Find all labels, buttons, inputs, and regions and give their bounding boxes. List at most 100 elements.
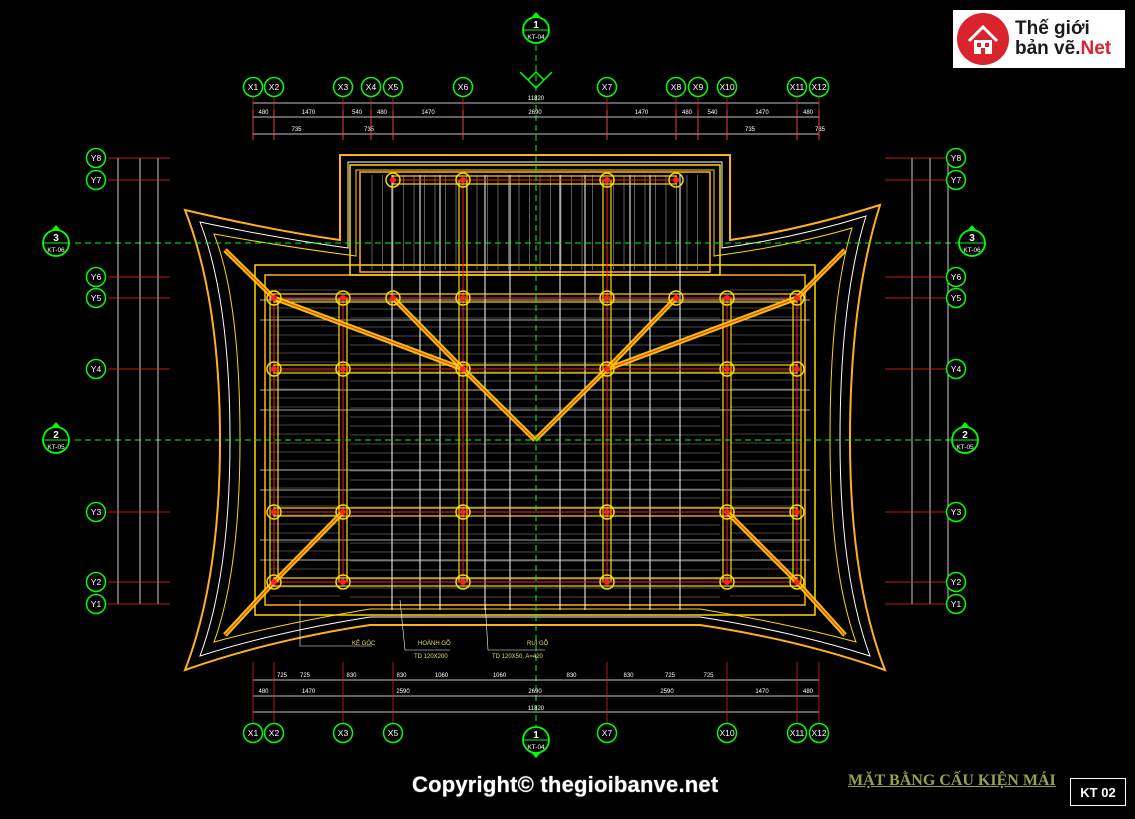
column-core bbox=[340, 295, 346, 301]
sheet-number: KT 02 bbox=[1070, 778, 1126, 806]
column bbox=[335, 574, 351, 590]
grid-bubble-label: X2 bbox=[269, 728, 280, 738]
column-core bbox=[604, 366, 610, 372]
hip-axis bbox=[273, 511, 344, 583]
column-core bbox=[271, 366, 277, 372]
dim-top: 1470 bbox=[635, 110, 649, 116]
column bbox=[789, 361, 805, 377]
column bbox=[719, 361, 735, 377]
leader-line bbox=[484, 599, 545, 651]
dim-bottom-1: 830 bbox=[346, 673, 357, 679]
grid-bubble-left-y6: Y6 bbox=[85, 266, 107, 288]
column bbox=[335, 361, 351, 377]
grid-bubble-label: X5 bbox=[388, 82, 399, 92]
column-core bbox=[794, 295, 800, 301]
section-ref: KT-06 bbox=[47, 247, 65, 254]
note-rui-go-size: TD 120X50, A=420 bbox=[492, 654, 544, 660]
column-core bbox=[340, 579, 346, 585]
grid-bubble-circle bbox=[716, 722, 738, 744]
grid-bubble-label: X2 bbox=[269, 82, 280, 92]
grid-bubble-circle bbox=[665, 76, 687, 98]
grid-bubble-left-y4: Y4 bbox=[85, 358, 107, 380]
dim-bottom-1: 1060 bbox=[493, 673, 507, 679]
hip-axis bbox=[606, 297, 677, 370]
column-core bbox=[673, 177, 679, 183]
column bbox=[668, 172, 684, 188]
grid-bubble-circle bbox=[85, 571, 107, 593]
logo-net: Net bbox=[1080, 38, 1112, 59]
grid-bubble-right-y3: Y3 bbox=[945, 501, 967, 523]
dim-top: 540 bbox=[707, 110, 718, 116]
grid-bubble-circle bbox=[786, 722, 808, 744]
grid-bubble-label: Y4 bbox=[91, 364, 102, 374]
grid-bubble-label: Y3 bbox=[91, 507, 102, 517]
grid-bubble-bottom-x12: X12 bbox=[808, 722, 830, 744]
grid-bubble-circle bbox=[332, 722, 354, 744]
dim-top: 480 bbox=[258, 110, 269, 116]
grid-bubble-bottom-x3: X3 bbox=[332, 722, 354, 744]
grid-bubble-label: X6 bbox=[458, 82, 469, 92]
dim-top: 1470 bbox=[755, 110, 769, 116]
grid-bubble-circle bbox=[945, 169, 967, 191]
drawing-title: MẶT BẰNG CẤU KIỆN MÁI bbox=[848, 772, 1056, 789]
grid-bubble-circle bbox=[85, 358, 107, 380]
grid-bubble-label: X9 bbox=[693, 82, 704, 92]
grid-bubble-top-x10: X10 bbox=[716, 76, 738, 98]
dim-top-sub: 735 bbox=[745, 127, 756, 133]
column-core bbox=[794, 509, 800, 515]
grid-bubble-circle bbox=[808, 722, 830, 744]
hip-axis bbox=[224, 249, 275, 299]
grid-bubble-label: Y8 bbox=[951, 153, 962, 163]
grid-bubble-bottom-x11: X11 bbox=[786, 722, 808, 744]
section-2-right: 2KT-05 bbox=[951, 422, 979, 454]
grid-bubble-top-x8: X8 bbox=[665, 76, 687, 98]
grid-bubble-top-x11: X11 bbox=[786, 76, 808, 98]
section-1-bottom: 1KT-04 bbox=[522, 726, 550, 758]
grid-bubble-circle bbox=[945, 358, 967, 380]
grid-bubble-circle bbox=[85, 147, 107, 169]
column-core bbox=[460, 366, 466, 372]
logo-line1: Thế giới bbox=[1015, 18, 1090, 40]
grid-bubble-circle bbox=[382, 76, 404, 98]
dim-bottom-1: 1060 bbox=[435, 673, 449, 679]
grid-bubble-top-x3: X3 bbox=[332, 76, 354, 98]
column bbox=[719, 504, 735, 520]
column-core bbox=[460, 509, 466, 515]
hip-axis bbox=[224, 581, 275, 636]
grid-bubble-top-x4: X4 bbox=[360, 76, 382, 98]
hip-axis bbox=[796, 581, 846, 636]
note-ke-goc: KẺ GÓC bbox=[352, 640, 376, 647]
hip-axis bbox=[534, 368, 608, 441]
column-core bbox=[794, 366, 800, 372]
column-core bbox=[340, 509, 346, 515]
grid-bubble-right-y7: Y7 bbox=[945, 169, 967, 191]
grid-bubble-label: Y5 bbox=[91, 293, 102, 303]
dim-top: 1470 bbox=[421, 110, 435, 116]
column bbox=[335, 290, 351, 306]
column bbox=[385, 172, 401, 188]
grid-bubble-bottom-x10: X10 bbox=[716, 722, 738, 744]
grid-bubble-label: X3 bbox=[338, 82, 349, 92]
grid-bubble-circle bbox=[263, 722, 285, 744]
section-1-top: 1KT-04 bbox=[522, 12, 550, 44]
column-core bbox=[724, 579, 730, 585]
grid-bubble-label: X7 bbox=[602, 728, 613, 738]
grid-bubble-circle bbox=[945, 287, 967, 309]
column-core bbox=[794, 579, 800, 585]
column-core bbox=[271, 579, 277, 585]
column bbox=[719, 290, 735, 306]
dim-top: 1470 bbox=[302, 110, 316, 116]
column-core bbox=[460, 579, 466, 585]
copyright-watermark: Copyright© thegioibanve.net bbox=[412, 772, 719, 797]
grid-bubble-circle bbox=[716, 76, 738, 98]
grid-bubble-bottom-x1: X1 bbox=[242, 722, 264, 744]
grid-bubble-label: Y6 bbox=[951, 272, 962, 282]
grid-bubble-right-y2: Y2 bbox=[945, 571, 967, 593]
dim-top-sub: 735 bbox=[815, 127, 826, 133]
grid-bubble-circle bbox=[596, 76, 618, 98]
dim-bottom-1: 830 bbox=[396, 673, 407, 679]
grid-bubble-right-y8: Y8 bbox=[945, 147, 967, 169]
